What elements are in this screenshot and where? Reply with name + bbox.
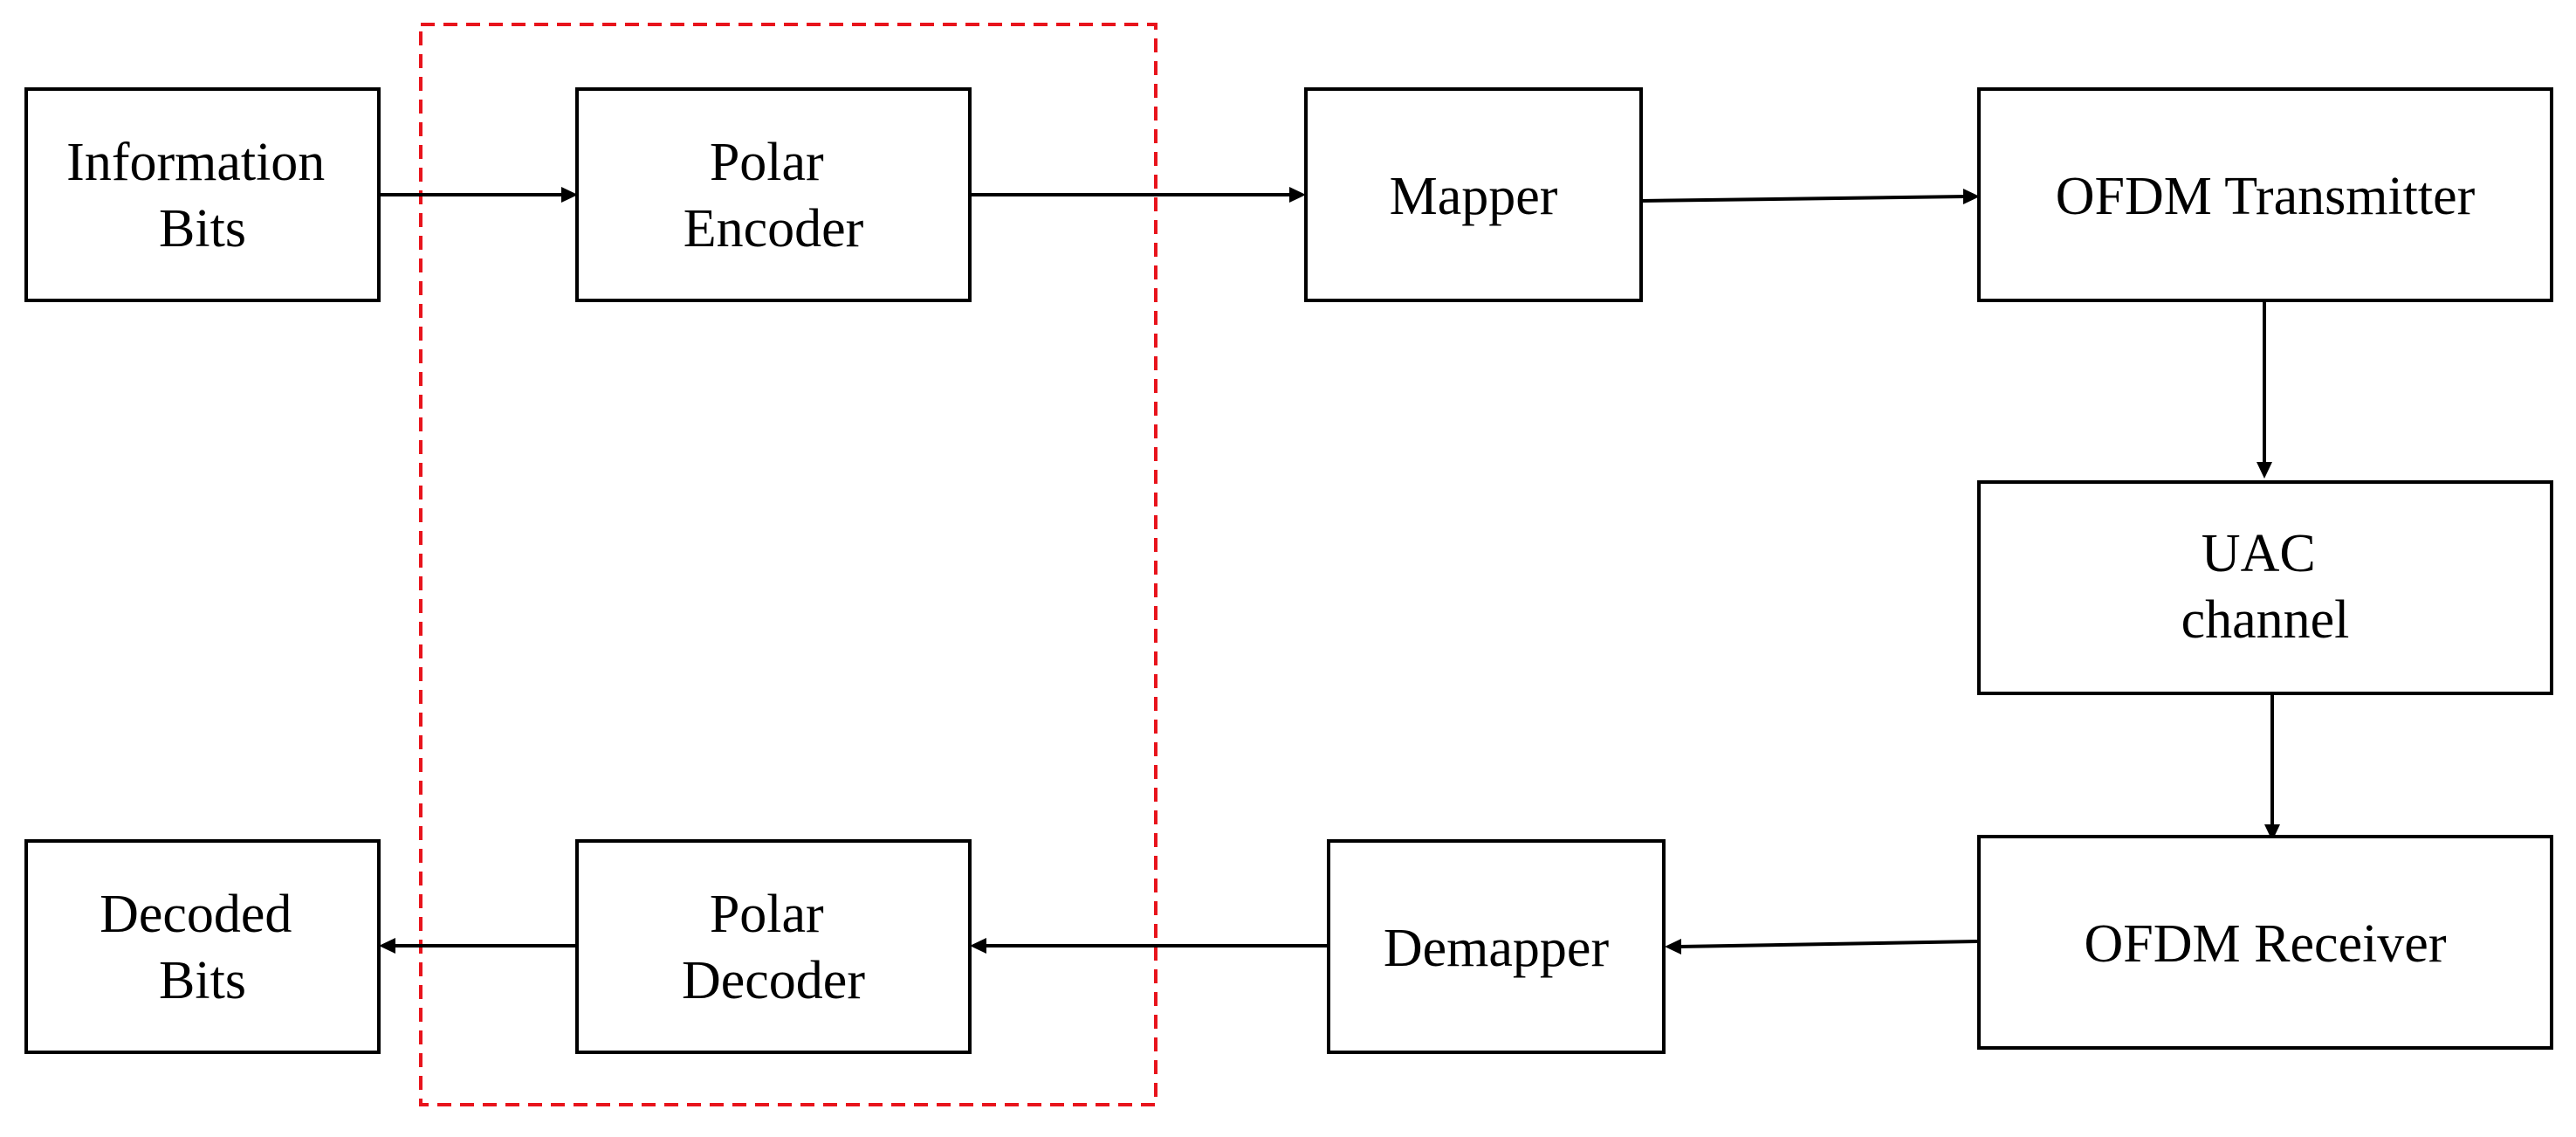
polar-decoder-block: Polar Decoder bbox=[575, 839, 972, 1054]
arrowhead-receiver-to-demapper bbox=[1665, 939, 1681, 954]
ofdm-transmitter-label: OFDM Transmitter bbox=[2056, 167, 2476, 226]
demapper-block: Demapper bbox=[1327, 839, 1666, 1054]
demapper-label: Demapper bbox=[1384, 919, 1610, 978]
ofdm-receiver-block: OFDM Receiver bbox=[1977, 835, 2553, 1050]
polar-encoder-label: Polar Encoder bbox=[683, 133, 864, 258]
decoded-bits-label: Decoded Bits bbox=[100, 885, 306, 1010]
polar-encoder-block: Polar Encoder bbox=[575, 87, 972, 302]
decoded-bits-block: Decoded Bits bbox=[24, 839, 381, 1054]
polar-decoder-line-2: Decoder bbox=[682, 951, 865, 1010]
mapper-label: Mapper bbox=[1390, 167, 1558, 226]
arrowhead-mapper-to-transmitter bbox=[1963, 189, 1980, 204]
arrowhead-demapper-to-decoder bbox=[970, 938, 986, 954]
polar-encoder-line-2: Encoder bbox=[683, 199, 864, 258]
polar-encoder-line-1: Polar bbox=[710, 133, 824, 192]
arrowhead-channel-to-receiver bbox=[2264, 824, 2280, 841]
arrowhead-encoder-to-mapper bbox=[1289, 187, 1306, 203]
uac-channel-line-2: channel bbox=[2181, 590, 2350, 650]
arrows bbox=[379, 187, 2280, 954]
information-bits-block: Information Bits bbox=[24, 87, 381, 302]
decoded-bits-line-2: Bits bbox=[159, 951, 246, 1010]
arrow-receiver-to-demapper bbox=[1679, 940, 1978, 948]
decoded-bits-line-1: Decoded bbox=[100, 885, 292, 944]
polar-decoder-line-1: Polar bbox=[710, 885, 824, 944]
ofdm-receiver-label: OFDM Receiver bbox=[2085, 914, 2447, 974]
arrowhead-info-to-encoder bbox=[561, 187, 578, 203]
arrowhead-transmitter-to-channel bbox=[2257, 462, 2272, 479]
information-bits-line-2: Bits bbox=[159, 199, 246, 258]
arrowhead-decoder-to-decoded-bits bbox=[379, 938, 395, 954]
uac-channel-label: UAC channel bbox=[2181, 524, 2350, 650]
polar-codec-highlight-box bbox=[419, 23, 1157, 1106]
polar-decoder-label: Polar Decoder bbox=[682, 885, 865, 1010]
information-bits-label: Information Bits bbox=[66, 133, 339, 258]
mapper-block: Mapper bbox=[1304, 87, 1643, 302]
information-bits-line-1: Information bbox=[66, 133, 325, 192]
ofdm-transmitter-block: OFDM Transmitter bbox=[1977, 87, 2553, 302]
uac-channel-block: UAC channel bbox=[1977, 480, 2553, 695]
uac-channel-line-1: UAC bbox=[2202, 524, 2316, 583]
arrow-mapper-to-transmitter bbox=[1640, 195, 1967, 203]
